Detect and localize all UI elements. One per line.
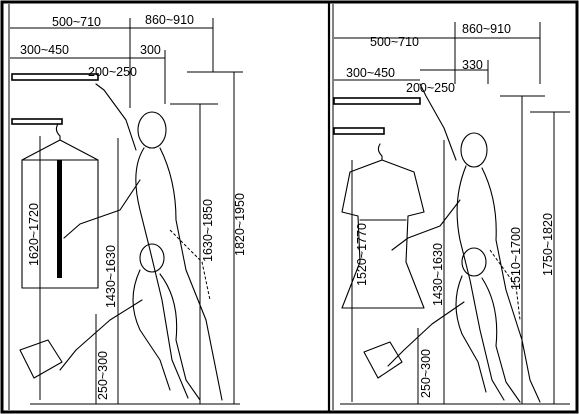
right-label-1520-1770: 1520~1770 <box>355 223 369 286</box>
left-drawer-shoe <box>19 339 63 379</box>
left-label-500-710: 500~710 <box>52 15 101 29</box>
right-label-300-450: 300~450 <box>346 66 395 80</box>
right-label-500-710: 500~710 <box>370 35 419 49</box>
left-upper-rail <box>11 73 99 81</box>
left-label-1430-1630: 1430~1630 <box>104 245 118 308</box>
left-label-300: 300 <box>140 43 161 57</box>
left-lower-rail <box>11 118 63 125</box>
left-crouching-figure <box>19 243 201 401</box>
right-label-1750-1820: 1750~1820 <box>541 213 555 276</box>
left-label-860-910: 860~910 <box>145 13 194 27</box>
right-label-250-300: 250~300 <box>419 349 433 398</box>
right-hanging-dress <box>341 143 425 309</box>
left-label-200-250: 200~250 <box>88 65 137 79</box>
left-label-250-300: 250~300 <box>96 351 110 400</box>
right-label-1430-1630: 1430~1630 <box>431 243 445 306</box>
right-label-1510-1700: 1510~1700 <box>509 227 523 290</box>
right-label-200-250: 200~250 <box>406 81 455 95</box>
right-upper-rail <box>333 97 421 105</box>
coat-center-bar <box>57 160 62 278</box>
left-label-300-450: 300~450 <box>20 43 69 57</box>
left-label-1620-1720: 1620~1720 <box>27 203 41 266</box>
right-label-330: 330 <box>462 58 483 72</box>
right-panel: 500~710 860~910 300~450 330 200~250 1520… <box>333 22 570 405</box>
right-label-860-910: 860~910 <box>462 22 511 36</box>
right-drawer-shoe <box>363 341 403 379</box>
right-standing-figure <box>391 83 541 403</box>
left-hanging-coat <box>21 123 99 289</box>
right-lower-rail <box>333 127 385 135</box>
left-label-1630-1850: 1630~1850 <box>201 199 215 262</box>
left-standing-figure <box>63 83 223 401</box>
left-label-1820-1950: 1820~1950 <box>233 193 247 256</box>
left-panel: 500~710 860~910 300~450 300 200~250 1620… <box>10 13 247 405</box>
